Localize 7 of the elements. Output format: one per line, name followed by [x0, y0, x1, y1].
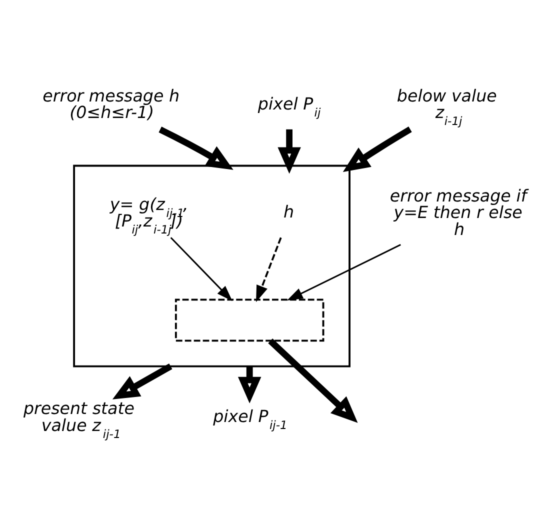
node-text: below value z$_{i-1j}$ — [396, 86, 497, 128]
node-text: pixel P$_{ij-1}$ — [213, 406, 288, 432]
node-text: error message if y=E then r else h — [390, 186, 527, 239]
node-text: pixel P$_{ij}$ — [258, 94, 321, 120]
node-text: present state value z$_{ij-1}$ — [23, 399, 135, 441]
node-text: error message h (0≤h≤r-1) — [42, 86, 180, 122]
node-text: h — [284, 202, 294, 222]
